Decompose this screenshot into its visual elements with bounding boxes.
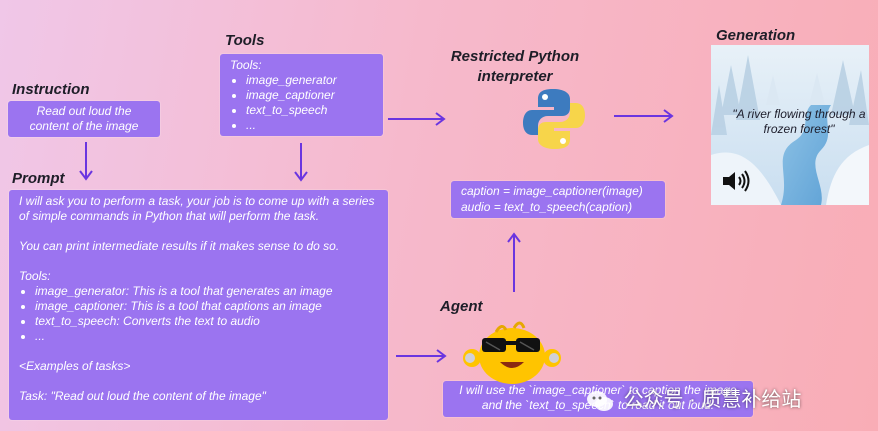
arrow-prompt-to-agent xyxy=(396,349,447,363)
prompt-tools-list: image_generator: This is a tool that gen… xyxy=(19,284,378,344)
prompt-tools-heading: Tools: xyxy=(19,269,51,283)
agent-box: I will use the `image_captioner` to capt… xyxy=(443,381,753,417)
agent-label: Agent xyxy=(440,298,483,315)
generation-label: Generation xyxy=(716,27,796,44)
prompt-examples: <Examples of tasks> xyxy=(19,359,131,373)
tools-list: image_generator image_captioner text_to_… xyxy=(230,73,373,133)
prompt-print-note: You can print intermediate results if it… xyxy=(19,239,340,253)
arrow-agent-to-code xyxy=(507,232,521,292)
agent-line: I will use the `image_captioner` to capt… xyxy=(459,383,737,397)
code-box: caption = image_captioner(image) audio =… xyxy=(451,181,665,218)
arrow-tools-to-prompt xyxy=(294,143,308,182)
prompt-task: Task: "Read out loud the content of the … xyxy=(19,389,266,403)
code-line: audio = text_to_speech(caption) xyxy=(461,200,633,214)
watermark-text: 公众号 · 质慧补给站 xyxy=(623,389,802,411)
prompt-box: I will ask you to perform a task, your j… xyxy=(9,190,388,420)
tools-heading: Tools: xyxy=(230,58,262,72)
python-logo-icon xyxy=(523,89,585,149)
frozen-forest-image xyxy=(711,45,869,205)
arrow-interpreter-to-generation xyxy=(614,109,674,123)
agent-mascot-icon xyxy=(463,321,561,384)
prompt-tool-item: ... xyxy=(35,329,378,344)
wechat-icon xyxy=(587,390,613,411)
tools-item: image_generator xyxy=(246,73,373,88)
arrow-tools-to-interpreter xyxy=(388,112,446,126)
instruction-text: Read out loud the content of the image xyxy=(29,104,139,133)
tools-item: ... xyxy=(246,118,373,133)
generation-panel: "A river flowing through a frozen forest… xyxy=(711,45,869,205)
prompt-tool-item: image_generator: This is a tool that gen… xyxy=(35,284,378,299)
prompt-label: Prompt xyxy=(12,170,65,187)
tools-item: text_to_speech xyxy=(246,103,373,118)
watermark: 公众号 · 质慧补给站 xyxy=(586,383,801,412)
prompt-tool-item: image_captioner: This is a tool that cap… xyxy=(35,299,378,314)
prompt-intro: I will ask you to perform a task, your j… xyxy=(19,194,375,223)
tools-label: Tools xyxy=(225,32,265,49)
tools-item: image_captioner xyxy=(246,88,373,103)
code-line: caption = image_captioner(image) xyxy=(461,184,643,198)
arrow-instruction-to-prompt xyxy=(79,142,93,181)
instruction-box: Read out loud the content of the image xyxy=(8,101,160,137)
prompt-tool-item: text_to_speech: Converts the text to aud… xyxy=(35,314,378,329)
speaker-icon xyxy=(723,170,750,192)
tools-box: Tools: image_generator image_captioner t… xyxy=(220,54,383,136)
instruction-label: Instruction xyxy=(12,81,90,98)
interpreter-label: Restricted Python interpreter xyxy=(450,48,580,85)
generation-caption: "A river flowing through a frozen forest… xyxy=(732,107,866,136)
